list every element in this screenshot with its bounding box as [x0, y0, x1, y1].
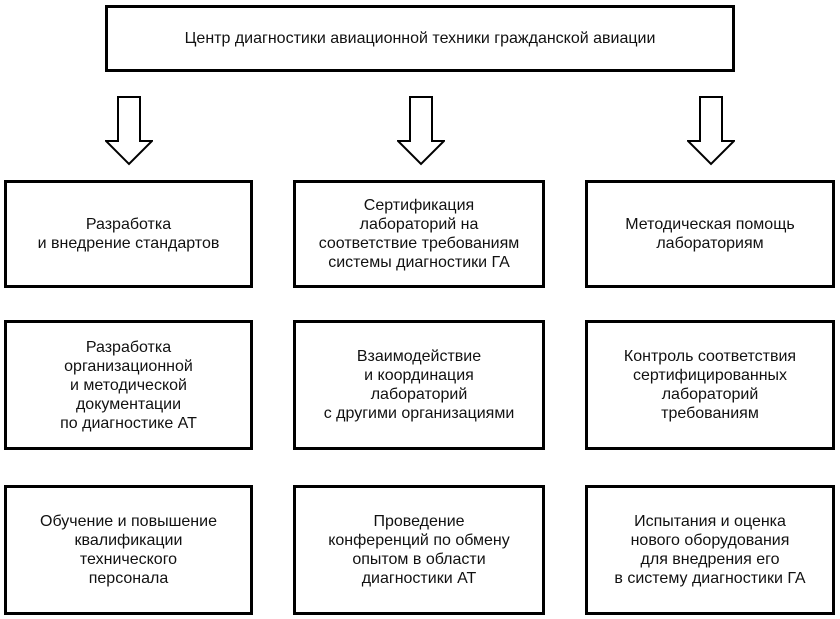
- center-title-box: Центр диагностики авиационной техники гр…: [105, 5, 735, 72]
- down-arrow-icon: [105, 96, 153, 166]
- box-lab-coordination: Взаимодействие и координация лабораторий…: [293, 320, 545, 450]
- down-arrow-icon: [397, 96, 445, 166]
- down-arrow-icon: [687, 96, 735, 166]
- box-conferences: Проведение конференций по обмену опытом …: [293, 485, 545, 615]
- box-equipment-testing: Испытания и оценка нового оборудования д…: [585, 485, 835, 615]
- box-personnel-training: Обучение и повышение квалификации технич…: [4, 485, 253, 615]
- box-lab-certification: Сертификация лабораторий на соответствие…: [293, 180, 545, 288]
- box-standards-development: Разработка и внедрение стандартов: [4, 180, 253, 288]
- box-org-method-documentation: Разработка организационной и методическо…: [4, 320, 253, 450]
- box-compliance-control: Контроль соответствия сертифицированных …: [585, 320, 835, 450]
- box-methodical-help: Методическая помощь лабораториям: [585, 180, 835, 288]
